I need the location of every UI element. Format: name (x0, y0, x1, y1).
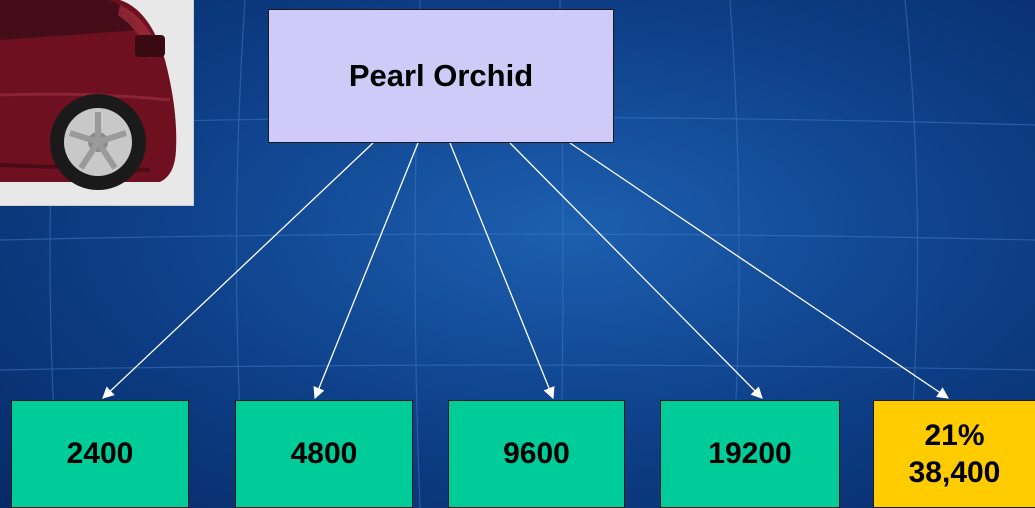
root-node-pearl-orchid: Pearl Orchid (268, 9, 614, 143)
leaf-label: 19200 (708, 437, 792, 471)
leaf-label: 4800 (290, 437, 358, 471)
leaf-node-9600: 9600 (448, 400, 625, 508)
leaf-percent: 21% (924, 418, 985, 452)
leaf-node-2400: 2400 (11, 400, 189, 508)
root-label: Pearl Orchid (348, 58, 534, 93)
leaf-node-4800: 4800 (235, 400, 413, 508)
leaf-node-highlight: 21% 38,400 (873, 400, 1035, 508)
car-photo (0, 0, 194, 206)
leaf-node-19200: 19200 (660, 400, 840, 508)
leaf-label: 2400 (66, 437, 134, 471)
leaf-value: 38,400 (908, 456, 1001, 489)
leaf-label: 9600 (503, 437, 570, 471)
